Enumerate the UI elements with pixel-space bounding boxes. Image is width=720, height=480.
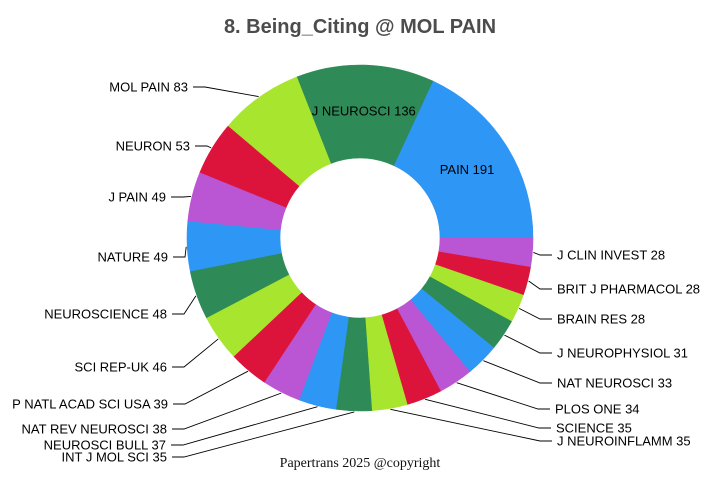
slice-label-j-neurophysiol: J NEUROPHYSIOL 31: [557, 346, 688, 361]
slice-label-plos-one: PLOS ONE 34: [555, 402, 640, 417]
copyright-footer: Papertrans 2025 @copyright: [280, 456, 441, 471]
slice-label-j-neurosci: J NEUROSCI 136: [312, 104, 416, 119]
leader-line-neuroscience: [172, 295, 197, 315]
leader-line-int-j-mol-sci: [172, 411, 355, 458]
leader-line-j-neurophysiol: [504, 334, 552, 354]
leader-line-p-natl-acad-sci-usa: [173, 370, 249, 405]
slice-label-j-neuroinflamm: J NEUROINFLAMM 35: [557, 434, 691, 449]
leader-line-neurosci-bull: [171, 406, 318, 446]
slice-label-mol-pain: MOL PAIN 83: [109, 80, 188, 95]
leader-line-brain-res: [518, 307, 552, 320]
leader-lines: [171, 86, 552, 458]
leader-line-j-neuroinflamm: [390, 408, 552, 442]
leader-line-science: [425, 398, 551, 429]
slice-label-sci-rep-uk: SCI REP-UK 46: [75, 360, 167, 375]
slice-label-neurosci-bull: NEUROSCI BULL 37: [44, 438, 166, 453]
slice-label-brain-res: BRAIN RES 28: [557, 312, 645, 327]
leader-line-neuron: [195, 145, 212, 149]
slice-label-pain: PAIN 191: [440, 162, 495, 177]
slice-label-nat-rev-neurosci: NAT REV NEUROSCI 38: [22, 422, 167, 437]
slice-label-j-pain: J PAIN 49: [108, 190, 166, 205]
slice-label-nature: NATURE 49: [97, 250, 168, 265]
slice-label-j-clin-invest: J CLIN INVEST 28: [557, 248, 665, 263]
slice-label-neuron: NEURON 53: [116, 139, 190, 154]
pie-slice-pain: [393, 80, 534, 239]
leader-line-j-pain: [171, 196, 192, 198]
donut-slices: [186, 64, 534, 412]
leader-line-sci-rep-uk: [172, 338, 219, 368]
slice-labels: PAIN 191 J NEUROSCI 136 MOL PAIN 83 NEURON …: [12, 80, 700, 465]
leader-line-brit-j-pharmacol: [528, 280, 552, 290]
slice-label-science: SCIENCE 35: [556, 421, 632, 436]
slice-label-int-j-mol-sci: INT J MOL SCI 35: [62, 450, 167, 465]
slice-label-neuroscience: NEUROSCIENCE 48: [44, 307, 167, 322]
leader-line-nat-rev-neurosci: [172, 392, 282, 430]
slice-label-brit-j-pharmacol: BRIT J PHARMACOL 28: [557, 282, 700, 297]
leader-line-mol-pain: [193, 86, 259, 98]
leader-line-nat-neurosci: [483, 360, 552, 384]
slice-label-p-natl-acad-sci-usa: P NATL ACAD SCI USA 39: [12, 397, 168, 412]
leader-line-j-clin-invest: [533, 252, 552, 256]
leader-line-nature: [173, 246, 187, 258]
chart-title: 8. Being_Citing @ MOL PAIN: [224, 16, 496, 38]
leader-line-plos-one: [456, 382, 550, 410]
slice-label-nat-neurosci: NAT NEUROSCI 33: [557, 376, 672, 391]
pie-slice-j-clin-invest: [438, 237, 534, 268]
